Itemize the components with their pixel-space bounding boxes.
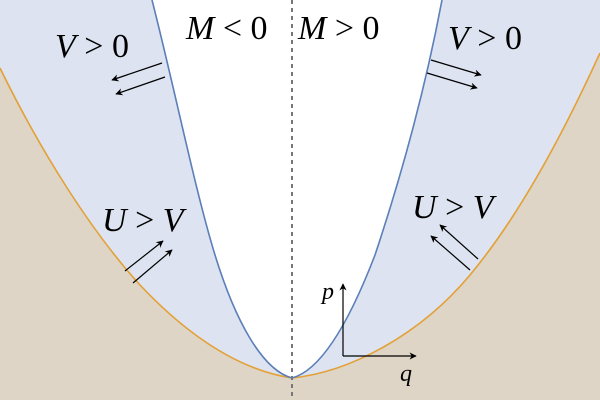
arrows-uv-right [430, 224, 479, 271]
pq-axes [339, 283, 417, 360]
arrows-uv-left [124, 240, 173, 284]
axis-label-q: q [400, 361, 412, 387]
label-v-positive-right: V > 0 [448, 20, 522, 57]
arrows-v-left [111, 62, 166, 96]
label-m-positive: M > 0 [298, 10, 380, 47]
label-u-greater-v-right: U > V [412, 189, 494, 226]
label-u-greater-v-left: U > V [102, 202, 184, 239]
inner-region [0, 0, 600, 378]
arrows-v-right [426, 59, 482, 90]
axis-label-p: p [322, 279, 334, 305]
outer-region [0, 53, 600, 400]
label-m-negative: M < 0 [186, 10, 268, 47]
label-v-positive-left: V > 0 [55, 28, 129, 65]
